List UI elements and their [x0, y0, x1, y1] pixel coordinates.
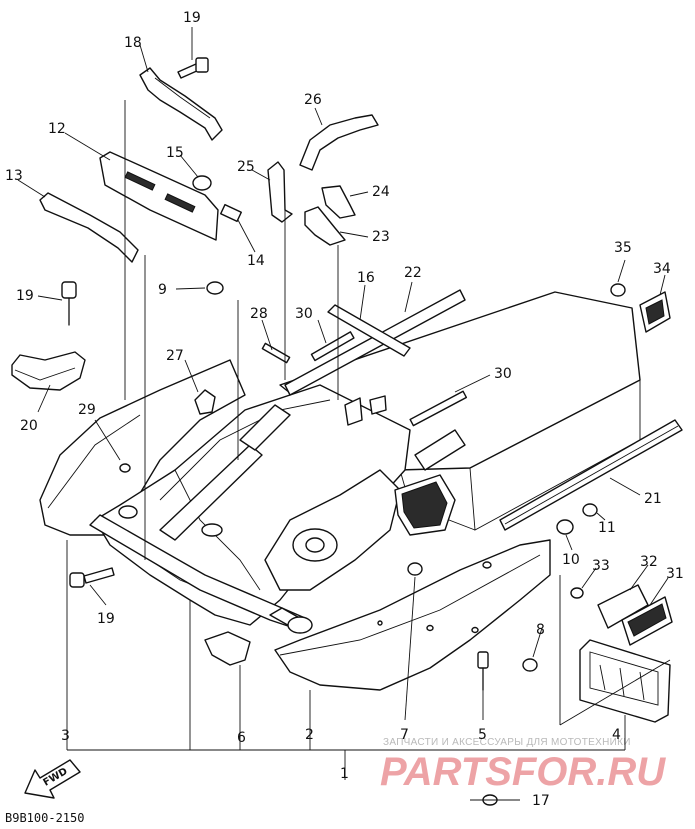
callout-27: 27: [166, 348, 184, 364]
watermark-tagline: ЗАПЧАСТИ И АКСЕССУАРЫ ДЛЯ МОТОТЕХНИКИ: [383, 737, 631, 748]
callout-19-top: 19: [183, 10, 201, 26]
callout-7: 7: [400, 727, 409, 743]
callout-31: 31: [666, 566, 684, 582]
callout-12: 12: [48, 121, 66, 137]
callout-11: 11: [598, 520, 616, 536]
callout-1: 1: [340, 766, 349, 782]
callout-26: 26: [304, 92, 322, 108]
callout-21: 21: [644, 491, 662, 507]
callout-14: 14: [247, 253, 265, 269]
callout-18: 18: [124, 35, 142, 51]
callout-19-left: 19: [16, 288, 34, 304]
callout-4: 4: [612, 727, 621, 743]
callout-25: 25: [237, 159, 255, 175]
watermark-logo: PARTSFOR.RU: [380, 750, 666, 794]
callout-33: 33: [592, 558, 610, 574]
callout-30-right: 30: [494, 366, 512, 382]
callout-9: 9: [158, 282, 167, 298]
callout-10: 10: [562, 552, 580, 568]
callout-6: 6: [237, 730, 246, 746]
upper-parts: [39, 57, 379, 263]
callout-13: 13: [5, 168, 23, 184]
fwd-arrow-icon: FWD: [24, 759, 81, 799]
rails: [284, 289, 683, 531]
leader-lines: [17, 27, 671, 801]
callout-29: 29: [78, 402, 96, 418]
diagram-code: B9B100-2150: [5, 811, 84, 825]
callout-35: 35: [614, 240, 632, 256]
right-loose-parts: [69, 283, 673, 806]
callout-34: 34: [653, 261, 671, 277]
callout-22: 22: [404, 265, 422, 281]
callout-5: 5: [478, 727, 487, 743]
callout-2: 2: [305, 727, 314, 743]
callout-23: 23: [372, 229, 390, 245]
callout-labels: 19 18 12 13 15 14 25 26 24 23 9 19 20 27…: [5, 10, 684, 809]
callout-20: 20: [20, 418, 38, 434]
watermark: ЗАПЧАСТИ И АКСЕССУАРЫ ДЛЯ МОТОТЕХНИКИ PA…: [380, 737, 666, 794]
callout-32: 32: [640, 554, 658, 570]
callout-30-left: 30: [295, 306, 313, 322]
callout-28: 28: [250, 306, 268, 322]
callout-17: 17: [532, 793, 550, 809]
frame-assembly: [39, 291, 641, 634]
callout-3: 3: [61, 728, 70, 744]
callout-8: 8: [536, 622, 545, 638]
callout-16: 16: [357, 270, 375, 286]
callout-24: 24: [372, 184, 390, 200]
left-loose-parts: [11, 281, 468, 473]
callout-19-bottom: 19: [97, 611, 115, 627]
callout-15: 15: [166, 145, 184, 161]
